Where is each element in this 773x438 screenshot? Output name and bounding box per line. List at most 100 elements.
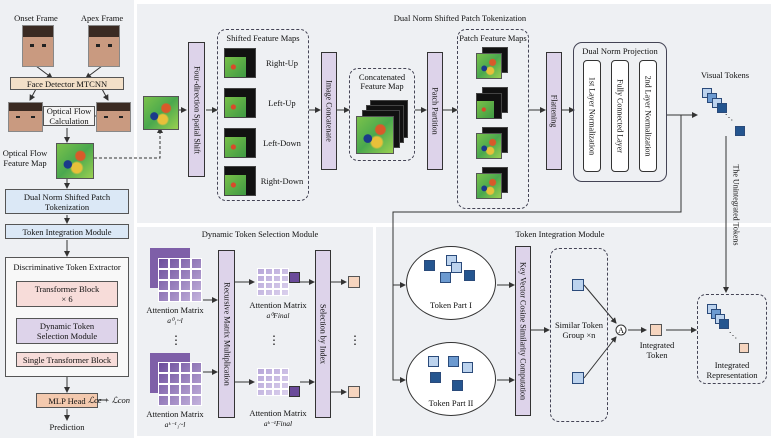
apex-face-image: [88, 25, 120, 67]
flow-map-label-1: Optical Flow: [2, 148, 48, 158]
similar-token-label-1: Similar Token: [554, 320, 604, 330]
dnspt-input-map: [143, 96, 179, 130]
part1-token-c: [451, 262, 462, 273]
right-up-label: Right-Up: [265, 58, 299, 68]
four-direction-shift-box: Four-direction Spatial Shift: [188, 42, 205, 177]
onset-crop-image: [8, 102, 43, 132]
concat-layer-1: [356, 116, 394, 154]
part1-token-a: [424, 260, 435, 271]
shifted-map-right-up: [224, 48, 256, 78]
unintegrated-label: The Unintegrated Tokens: [731, 164, 741, 246]
final-matrix-top: [257, 268, 289, 296]
selected-token-bottom: [348, 386, 360, 398]
attention-matrix-bottom-label: Attention Matrix: [146, 409, 204, 419]
dtsm-title: Dynamic Token Selection Module: [201, 229, 319, 239]
kv-cosine-label: Key Vector Cosine Similarity Computation: [518, 261, 528, 401]
attention-matrix-top-label: Attention Matrix: [146, 305, 204, 315]
optical-flow-calc-line2: Calculation: [49, 116, 89, 126]
patch-stack-4-front: [476, 173, 502, 199]
kv-cosine-box: Key Vector Cosine Similarity Computation: [515, 246, 531, 416]
tim-title: Token Integration Module: [515, 229, 605, 239]
four-direction-label: Four-direction Spatial Shift: [192, 65, 201, 154]
part1-token-d: [440, 272, 451, 283]
onset-face-image: [22, 25, 54, 67]
patch-maps-label: Patch Feature Maps: [459, 33, 527, 43]
apex-frame-label: Apex Frame: [80, 13, 124, 23]
dtsm-ellipsis-1: ⋮: [170, 333, 182, 347]
concat-label-2: Feature Map: [360, 81, 404, 91]
final-matrix-bottom-cls: [289, 386, 300, 397]
integrated-token: [650, 324, 662, 336]
part2-token-e: [452, 380, 463, 391]
token-part-2-circle: [406, 342, 496, 416]
similar-token-label-2: Group ×n: [562, 330, 596, 340]
similar-token-group: [550, 248, 608, 422]
dual-norm-line1: Dual Norm Shifted Patch: [23, 191, 111, 202]
shifted-map-left-up: [224, 88, 256, 118]
selected-token-top: [348, 276, 360, 288]
visual-token-last: [735, 126, 745, 136]
integrated-representation-group: [697, 294, 767, 384]
selection-by-index-box: Selection by Index: [315, 250, 331, 418]
dual-norm-projection-group: [573, 42, 667, 182]
optical-flow-calc-line1: Optical Flow: [46, 106, 92, 116]
similar-token-bottom: [572, 372, 584, 384]
left-down-label: Left-Down: [263, 138, 301, 148]
image-concatenate-label: Image Concatenate: [324, 80, 334, 142]
visual-tokens-ellipsis: ⋱: [724, 112, 734, 122]
token-integration-box: Token Integration Module: [5, 224, 129, 239]
onset-frame-label: Onset Frame: [14, 13, 58, 23]
recursive-multiplication-box: Recursive Matrix Multiplication: [218, 250, 235, 418]
shifted-map-right-down: [224, 166, 256, 196]
unintegrated-label-wrap: The Unintegrated Tokens: [730, 150, 742, 260]
transformer-block-box: Transformer Block × 6: [16, 281, 118, 307]
discriminative-label: Discriminative Token Extractor: [13, 262, 121, 272]
layer-norm-2-box: 2nd Layer Normalization: [639, 60, 657, 172]
transformer-line2: × 6: [61, 294, 73, 304]
attention-matrix-bottom-front: [158, 362, 202, 406]
shifted-map-left-down: [224, 128, 256, 158]
optical-flow-feature-map: [56, 143, 94, 179]
image-concatenate-box: Image Concatenate: [321, 52, 337, 170]
final-matrix-top-label: Attention Matrix: [249, 300, 307, 310]
recursive-label: Recursive Matrix Multiplication: [222, 282, 231, 386]
mlp-head-box: MLP Head: [36, 393, 98, 408]
loss-label: ℒce + ℒcon: [87, 395, 131, 405]
dynamic-token-box: Dynamic Token Selection Module: [16, 318, 118, 344]
flow-map-label-2: Feature Map: [3, 158, 47, 168]
svg-text:A: A: [618, 326, 624, 335]
dual-norm-line2: Tokenization: [44, 201, 90, 212]
optical-flow-calc-box: Optical Flow Calculation: [43, 106, 95, 126]
left-up-label: Left-Up: [268, 98, 296, 108]
part2-token-d: [462, 362, 473, 373]
patch-stack-2-front: [476, 93, 502, 119]
part1-token-e: [464, 270, 475, 281]
patch-stack-3-front: [476, 133, 502, 159]
part2-token-a: [428, 356, 439, 367]
visual-token-4: [717, 103, 727, 113]
attention-matrix-top-front: [158, 258, 202, 302]
fully-connected-label: Fully Connected Layer: [615, 79, 625, 153]
integrated-token-label-1: Integrated: [639, 340, 675, 350]
apex-crop-image: [96, 102, 131, 132]
dynamic-line2: Selection Module: [36, 331, 98, 341]
token-part-1-label: Token Part I: [430, 300, 472, 310]
rep-token-4: [719, 319, 729, 329]
patch-partition-label: Patch Partition: [430, 87, 440, 135]
rep-token-integrated: [739, 343, 749, 353]
face-detector-box: Face Detector MTCNN: [10, 77, 124, 90]
shifted-maps-label: Shifted Feature Maps: [226, 33, 300, 43]
token-part-2-label: Token Part II: [428, 398, 474, 408]
final-matrix-bottom: [257, 368, 289, 396]
final-matrix-bottom-label: Attention Matrix: [249, 408, 307, 418]
patch-stack-1-front: [476, 53, 502, 79]
prediction-label: Prediction: [49, 422, 85, 432]
dnspt-title: Dual Norm Shifted Patch Tokenization: [393, 13, 527, 23]
part2-token-c: [430, 372, 441, 383]
dynamic-line1: Dynamic Token: [39, 321, 95, 331]
part2-token-b: [448, 356, 459, 367]
integrated-rep-label-1: Integrated: [714, 360, 750, 370]
layer-norm-1-box: 1st Layer Normalization: [583, 60, 601, 172]
right-down-label: Right-Down: [260, 176, 304, 186]
